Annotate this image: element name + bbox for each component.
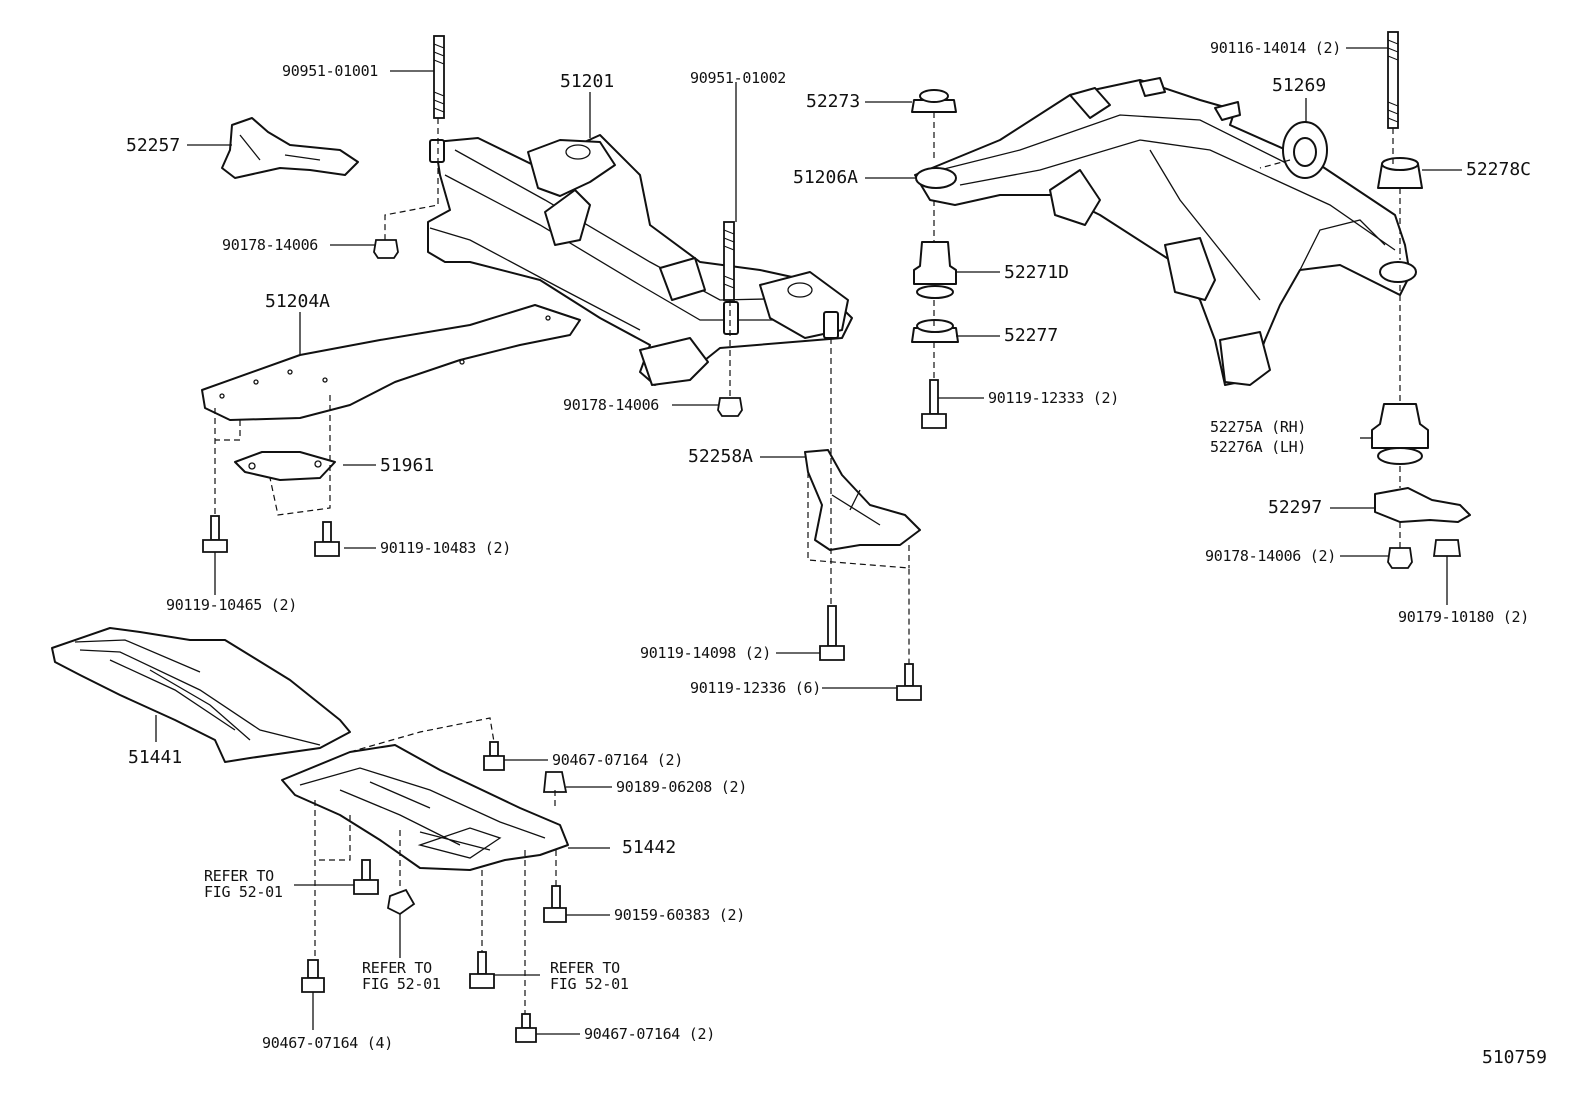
brace-52258A [804,449,921,551]
stud-90951-01002 [723,221,735,301]
label-nut-90178-14006-center: 90178-14006 [563,396,660,414]
label-cushion-52277: 52277 [1004,325,1059,346]
stud-90116-14014 [1387,31,1399,129]
label-screw-90159-60383: 90159-60383 (2) [614,906,745,924]
front-crossmember-51201 [427,134,853,386]
label-cover-51441: 51441 [128,747,183,768]
label-clip-90467-07164-c: 90467-07164 (4) [262,1034,393,1052]
label-bolt-90119-10465: 90119-10465 (2) [166,596,297,614]
label-nut-90178-14006-left: 90178-14006 [222,236,319,254]
clip-90467-07164-a [483,741,505,771]
cushion-52271D [913,241,957,299]
stopper-52297 [1374,487,1471,523]
brace-52257 [221,117,359,179]
label-bolt-90119-10483: 90119-10483 (2) [380,539,511,557]
label-stud-90116-14014: 90116-14014 (2) [1210,39,1341,57]
label-brace-52257: 52257 [126,135,181,156]
nut-90178-14006-right [1387,547,1413,569]
clip-90467-07164-c [301,959,325,993]
nut-90179-10180 [1432,539,1462,557]
label-cushion-52278C: 52278C [1466,159,1532,180]
bolt-90119-10483 [314,521,340,557]
label-bolt-90119-14098: 90119-14098 (2) [640,644,771,662]
bracket-51961 [234,451,336,481]
label-nut-90189-06208: 90189-06208 (2) [616,778,747,796]
bolt-refer-3 [469,951,495,989]
cushion-52273 [911,89,957,113]
label-brace-52258A: 52258A [688,446,754,467]
label-member-51206A: 51206A [793,167,859,188]
screw-90159-60383 [543,885,567,923]
under-cover-51442 [281,744,569,871]
nut-refer-2 [387,888,416,916]
label-cushion-52271D: 52271D [1004,262,1070,283]
label-refer-3: REFER TO FIG 52-01 [550,959,629,993]
bolt-90119-12336 [896,663,922,701]
bolt-90119-12333 [921,379,947,429]
nut-90178-14006-left [373,239,399,259]
under-cover-51441 [51,627,351,763]
label-bracket-51961: 51961 [380,455,435,476]
label-clip-90467-07164-a: 90467-07164 (2) [552,751,683,769]
cushion-52275A [1371,403,1429,465]
label-stopper-52297: 52297 [1268,497,1323,518]
clip-90467-07164-d [515,1013,537,1043]
label-bolt-90119-12336: 90119-12336 (6) [690,679,821,697]
label-cushion-52276A: 52276A (LH) [1210,438,1307,456]
label-cushion-52273: 52273 [806,91,861,112]
bolt-refer-1 [353,859,379,895]
stud-90951-01001 [433,35,445,119]
cover-plate-51204A [201,304,581,421]
bolt-90119-10465 [202,515,228,553]
label-stud-90951-01002: 90951-01002 [690,69,787,87]
label-nut-90178-14006-right: 90178-14006 (2) [1205,547,1336,565]
label-clip-90467-07164-d: 90467-07164 (2) [584,1025,715,1043]
bushing-51269 [1282,121,1328,179]
assembly-lines [214,112,1401,1014]
rear-crossmember-51206A [914,77,1417,386]
label-cover-51442: 51442 [622,837,677,858]
leader-lines [155,47,1462,1035]
diagram-number: 510759 [1482,1047,1548,1068]
label-cover-51204A: 51204A [265,291,331,312]
nut-90189-06208 [543,771,568,793]
label-refer-2: REFER TO FIG 52-01 [362,959,441,993]
label-frame-51201: 51201 [560,71,615,92]
label-refer-1: REFER TO FIG 52-01 [204,867,283,901]
nut-90178-14006-center [717,397,743,417]
label-stud-90951-01001: 90951-01001 [282,62,379,80]
label-cushion-52275A: 52275A (RH) [1210,418,1307,436]
label-nut-90179-10180: 90179-10180 (2) [1398,608,1529,626]
bolt-90119-14098 [819,605,845,661]
label-bushing-51269: 51269 [1272,75,1327,96]
cushion-52278C [1377,157,1423,189]
label-bolt-90119-12333: 90119-12333 (2) [988,389,1119,407]
cushion-52277 [911,319,959,343]
